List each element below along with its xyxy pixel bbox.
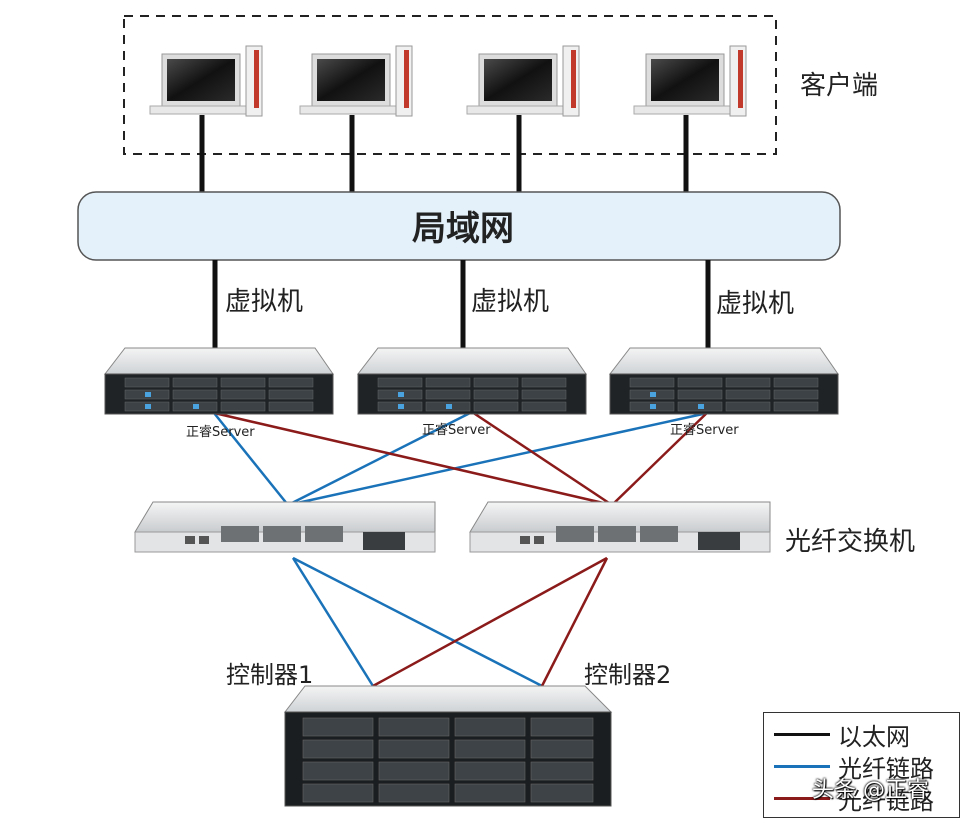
clients-label: 客户端 bbox=[800, 71, 878, 101]
fiber-links-blue-upper bbox=[209, 407, 713, 507]
legend-text-ethernet: 以太网 bbox=[838, 722, 910, 751]
legend-text-fiber-blue: 光纤链路 bbox=[838, 754, 934, 783]
fc-switch-2 bbox=[469, 501, 771, 553]
server-3 bbox=[608, 347, 839, 415]
legend-swatch-fiber-red bbox=[774, 796, 830, 800]
client-ethernet-links bbox=[199, 115, 689, 192]
client-computer-3 bbox=[466, 45, 580, 117]
fiber-links-red-lower bbox=[372, 556, 609, 688]
server-ethernet-links bbox=[212, 260, 711, 348]
watermark: 头条 @正睿 bbox=[812, 778, 929, 803]
legend-item-fiber-red: 光纤链路 bbox=[774, 783, 934, 815]
server-brand-1: 正睿Server bbox=[186, 425, 255, 440]
legend-swatch-fiber-blue bbox=[774, 764, 830, 768]
fiber-links-red-upper bbox=[209, 407, 713, 507]
client-group-boundary bbox=[123, 15, 777, 155]
lan-bar bbox=[77, 191, 841, 261]
legend-item-fiber-blue: 光纤链路 bbox=[774, 751, 934, 783]
vm-label-3: 虚拟机 bbox=[716, 289, 794, 319]
fiber-links-blue-lower bbox=[291, 556, 543, 688]
legend: 以太网 光纤链路 光纤链路 bbox=[763, 712, 960, 818]
client-computer-2 bbox=[299, 45, 413, 117]
client-computer-4 bbox=[633, 45, 747, 117]
server-brand-2: 正睿Server bbox=[422, 423, 491, 438]
vm-label-1: 虚拟机 bbox=[225, 287, 303, 317]
lan-label: 局域网 bbox=[412, 209, 514, 249]
fc-switch-label: 光纤交换机 bbox=[785, 527, 915, 557]
controller1-label: 控制器1 bbox=[226, 661, 313, 689]
vm-label-2: 虚拟机 bbox=[471, 287, 549, 317]
legend-item-ethernet: 以太网 bbox=[774, 719, 910, 751]
fc-switch-1 bbox=[134, 501, 436, 553]
server-brand-3: 正睿Server bbox=[670, 423, 739, 438]
legend-text-fiber-red: 光纤链路 bbox=[838, 786, 934, 815]
legend-swatch-ethernet bbox=[774, 732, 830, 736]
server-2 bbox=[356, 347, 587, 415]
storage-array bbox=[283, 685, 613, 807]
controller2-label: 控制器2 bbox=[584, 661, 671, 689]
client-computer-1 bbox=[149, 45, 263, 117]
server-1 bbox=[103, 347, 334, 415]
